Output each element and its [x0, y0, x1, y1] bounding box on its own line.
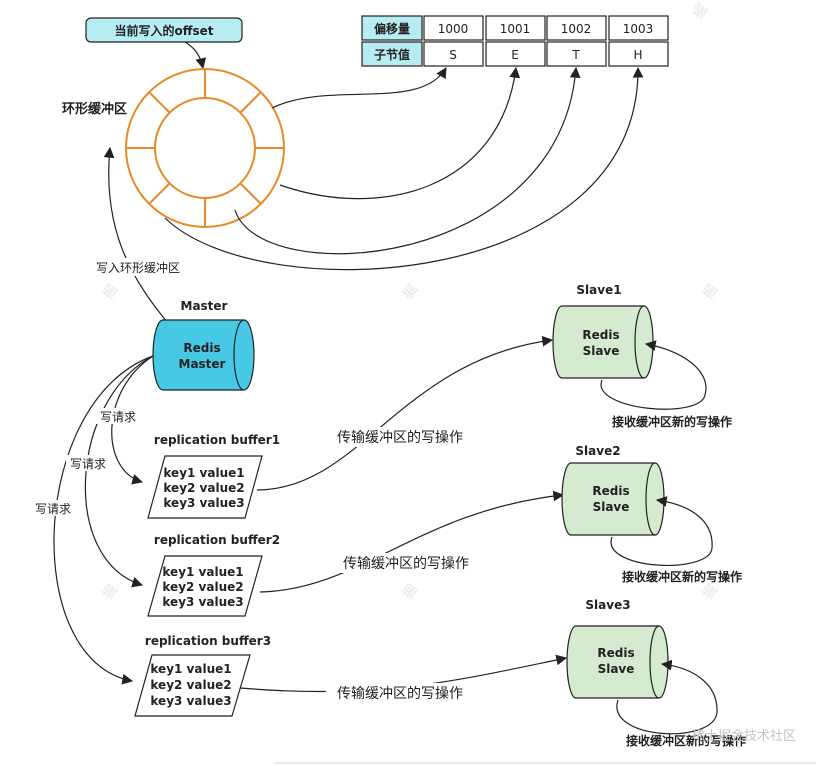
offset-cell: 1001: [500, 22, 531, 36]
offset-cell: 1000: [438, 22, 469, 36]
replication-buffer-2: replication buffer2 key1 value1 key2 val…: [147, 533, 280, 617]
byte-cell: T: [571, 48, 580, 62]
transfer-label: 传输缓冲区的写操作: [337, 686, 463, 702]
byte-cell: H: [633, 48, 642, 62]
transfer-arrows: [239, 335, 568, 693]
receive-loop-arrow: [616, 659, 718, 735]
receive-label: 接收缓冲区新的写操作: [612, 414, 732, 429]
slave-line1: Redis: [592, 484, 629, 498]
slave-node-3: Slave3 Redis Slave: [566, 598, 669, 699]
replication-buffer-3: replication buffer3 key1 value1 key2 val…: [134, 634, 271, 717]
buffer-line: key2 value2: [163, 481, 244, 495]
byte-row-header: 子节值: [374, 47, 410, 62]
svg-text:掘: 掘: [700, 582, 721, 603]
slave-line1: Redis: [582, 328, 619, 342]
offset-table: 偏移量 子节值 1000 1001 1002 1003 S E T H: [361, 15, 669, 67]
buffer-line: key2 value2: [150, 678, 231, 692]
master-title: Master: [181, 299, 228, 313]
master-node: Master Redis Master: [152, 299, 255, 391]
buffer-title: replication buffer3: [145, 634, 271, 648]
replication-buffer-1: replication buffer1 key1 value1 key2 val…: [147, 433, 280, 519]
byte-cell: S: [449, 48, 457, 62]
ring-to-table-arrows: [164, 66, 644, 271]
byte-cell: E: [511, 48, 519, 62]
watermark-pattern: 掘 掘 掘 掘 掘 掘 掘: [100, 2, 721, 603]
offset-cell: 1002: [561, 22, 592, 36]
write-request-label: 写请求: [70, 457, 106, 471]
svg-text:掘: 掘: [100, 582, 121, 603]
offset-row-header: 偏移量: [374, 21, 410, 36]
master-line1: Redis: [183, 341, 220, 355]
buffer-line: key1 value1: [163, 466, 244, 480]
buffer-line: key2 value2: [162, 580, 243, 594]
buffer-line: key1 value1: [150, 662, 231, 676]
ring-buffer: [125, 68, 285, 228]
receive-label: 接收缓冲区新的写操作: [622, 569, 742, 584]
write-ring-label: 写入环形缓冲区: [96, 260, 180, 275]
slave-line2: Slave: [598, 662, 635, 676]
receive-loop-arrow: [600, 340, 707, 410]
svg-text:掘: 掘: [400, 582, 421, 603]
slave-title: Slave1: [576, 283, 621, 297]
write-request-arrows: [53, 355, 154, 685]
offset-label: 当前写入的offset: [115, 23, 214, 38]
buffer-line: key1 value1: [162, 565, 243, 579]
slave-line2: Slave: [593, 500, 630, 514]
slave-title: Slave2: [575, 444, 620, 458]
write-request-label: 写请求: [100, 410, 136, 424]
slave-title: Slave3: [585, 598, 630, 612]
buffer-line: key3 value3: [150, 694, 231, 708]
ring-dividers: [126, 69, 284, 227]
svg-text:掘: 掘: [100, 282, 121, 303]
svg-text:掘: 掘: [690, 2, 711, 23]
slave-node-2: Slave2 Redis Slave: [561, 444, 665, 536]
offset-cell: 1003: [623, 22, 654, 36]
slave-node-1: Slave1 Redis Slave: [552, 283, 654, 379]
svg-text:掘: 掘: [400, 282, 421, 303]
master-line2: Master: [179, 357, 226, 371]
write-request-label: 写请求: [35, 502, 71, 516]
transfer-label: 传输缓冲区的写操作: [337, 430, 463, 446]
svg-text:掘: 掘: [700, 282, 721, 303]
buffer-title: replication buffer1: [154, 433, 280, 447]
slave-line2: Slave: [583, 344, 620, 358]
buffer-line: key3 value3: [162, 595, 243, 609]
ring-label: 环形缓冲区: [62, 101, 127, 117]
receive-loop-arrow: [610, 496, 713, 566]
slave-line1: Redis: [597, 646, 634, 660]
offset-pointer-arrow: [184, 41, 207, 70]
transfer-label: 传输缓冲区的写操作: [343, 556, 469, 572]
receive-label: 接收缓冲区新的写操作: [626, 733, 746, 748]
buffer-line: key3 value3: [163, 496, 244, 510]
watermark-text: 稀土掘金技术社区: [692, 728, 796, 744]
offset-label-box: 当前写入的offset: [85, 17, 243, 43]
buffer-title: replication buffer2: [154, 533, 280, 547]
